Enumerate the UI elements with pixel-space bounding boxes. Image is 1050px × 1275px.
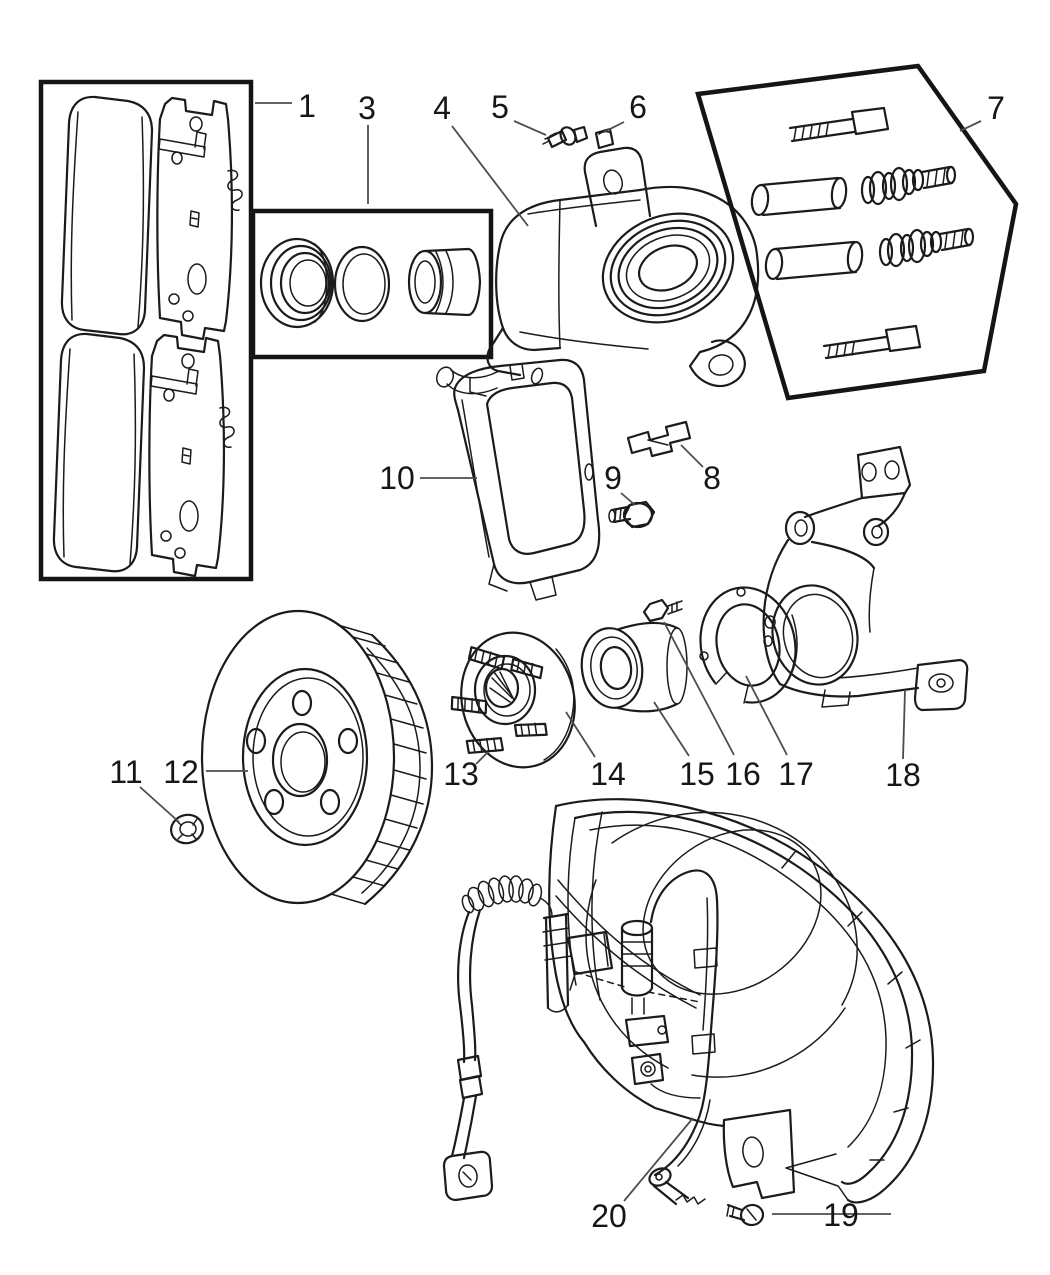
callout-number-19: 19 xyxy=(823,1197,859,1233)
callout-number-15: 15 xyxy=(679,756,715,792)
callout-leader-4 xyxy=(451,125,529,227)
callout-leader-20 xyxy=(623,1117,694,1202)
hardware-kit-border xyxy=(695,63,1019,401)
callout-leader-9 xyxy=(620,492,636,506)
pin-boot-bushing-1 xyxy=(860,165,957,206)
brake-pad-set xyxy=(60,95,243,341)
pin-boot-bushing-2 xyxy=(878,227,975,268)
abs-wire-lower xyxy=(653,1096,706,1177)
piston-boot xyxy=(259,237,335,329)
callout-number-5: 5 xyxy=(491,89,509,125)
callout-number-14: 14 xyxy=(590,756,626,792)
rotor-vents xyxy=(352,636,427,887)
guide-pin-sleeve-1 xyxy=(750,176,848,217)
wheel-studs xyxy=(450,646,548,755)
caliper-bore xyxy=(601,212,735,324)
abs-sensor-head xyxy=(648,1167,706,1206)
knuckle-bore xyxy=(771,584,859,686)
callout-number-16: 16 xyxy=(725,756,761,792)
callout-number-13: 13 xyxy=(443,756,479,792)
callout-number-17: 17 xyxy=(778,756,814,792)
callout-leader-8 xyxy=(680,444,704,468)
steering-knuckle xyxy=(762,445,969,712)
brake-pad-set-lower xyxy=(52,332,236,578)
brake-pad-kit-box xyxy=(38,79,254,582)
wheel-hub xyxy=(450,631,576,769)
callout-leader-16 xyxy=(663,621,735,756)
piston-seal xyxy=(333,245,391,323)
abs-tee-fitting xyxy=(624,1014,670,1048)
guide-pin-bolt-top xyxy=(788,106,890,143)
shield-left-edge xyxy=(548,804,586,1044)
callout-number-6: 6 xyxy=(629,89,647,125)
piston-seal-kit-box xyxy=(250,208,494,360)
anti-rattle-clip xyxy=(626,420,692,458)
bearing-retainer-bolt xyxy=(642,598,683,623)
callout-leader-5 xyxy=(513,120,547,136)
hose-spring-guard xyxy=(461,875,543,914)
shield-screw xyxy=(726,1203,765,1227)
hose-banjo-fitting xyxy=(442,1150,494,1202)
hose-collar xyxy=(456,1054,484,1100)
brake-rotor xyxy=(200,609,434,906)
callout-number-11: 11 xyxy=(109,754,142,790)
abs-bracket xyxy=(630,1052,665,1086)
shield-mount-bracket xyxy=(722,1108,849,1201)
callout-leader-15 xyxy=(653,701,690,757)
abs-wire-loop xyxy=(649,869,719,1100)
rotor-lug-holes xyxy=(245,689,359,816)
knuckle-steering-arm xyxy=(913,658,969,712)
callout-leader-6 xyxy=(603,121,625,133)
callout-number-8: 8 xyxy=(703,460,721,496)
caliper-foot xyxy=(486,326,522,377)
callout-leader-17 xyxy=(745,675,788,756)
bearing-shield-ring xyxy=(699,586,798,717)
wear-indicator-clip xyxy=(227,169,243,212)
caliper-mount-ear xyxy=(583,146,652,228)
piston-kit-border xyxy=(250,208,494,360)
shield-rim-ticks xyxy=(781,851,921,1161)
callout-number-7: 7 xyxy=(987,90,1005,126)
callout-number-10: 10 xyxy=(379,460,415,496)
brake-caliper xyxy=(435,146,760,395)
bleeder-screw xyxy=(542,125,589,149)
adapter-bolt xyxy=(608,500,656,529)
guide-pin-sleeve-2 xyxy=(764,240,864,281)
rotor-hat xyxy=(241,667,369,847)
callout-number-12: 12 xyxy=(163,754,199,790)
shield-center-opening xyxy=(642,829,822,995)
abs-connector xyxy=(620,919,654,1015)
caliper-adapter-bracket xyxy=(453,358,601,601)
callout-leader-11 xyxy=(139,786,180,823)
knuckle-strut-block xyxy=(856,445,912,500)
hardware-kit-panel xyxy=(695,63,1019,401)
callout-leader-14 xyxy=(565,711,596,758)
rotor-face xyxy=(200,609,396,905)
callout-number-4: 4 xyxy=(433,90,451,126)
rotor-center-hole xyxy=(271,722,329,798)
abs-sensor-harness xyxy=(620,869,719,1206)
callout-number-18: 18 xyxy=(885,757,921,793)
guide-pin-bolt-bottom xyxy=(822,324,922,360)
callout-number-1: 1 xyxy=(298,88,316,124)
caliper-hose-fitting xyxy=(435,366,498,395)
caliper-pin-lug xyxy=(708,354,734,376)
shield-outer-edge xyxy=(554,798,935,1204)
hose-bracket-fitting xyxy=(542,912,614,1013)
splash-shield xyxy=(548,798,935,1204)
callout-number-9: 9 xyxy=(604,460,622,496)
caliper-cylinder xyxy=(638,185,760,354)
caliper-piston xyxy=(407,247,482,317)
callout-leader-7 xyxy=(959,120,982,132)
callout-number-20: 20 xyxy=(591,1198,627,1234)
wheel-bearing xyxy=(580,621,688,713)
brake-hose xyxy=(442,875,701,1202)
callout-leader-18 xyxy=(902,689,906,760)
callout-number-3: 3 xyxy=(358,90,376,126)
rotor-rim xyxy=(363,633,434,906)
callout-leader-13 xyxy=(475,751,489,765)
knuckle-upper-boss xyxy=(784,510,816,546)
